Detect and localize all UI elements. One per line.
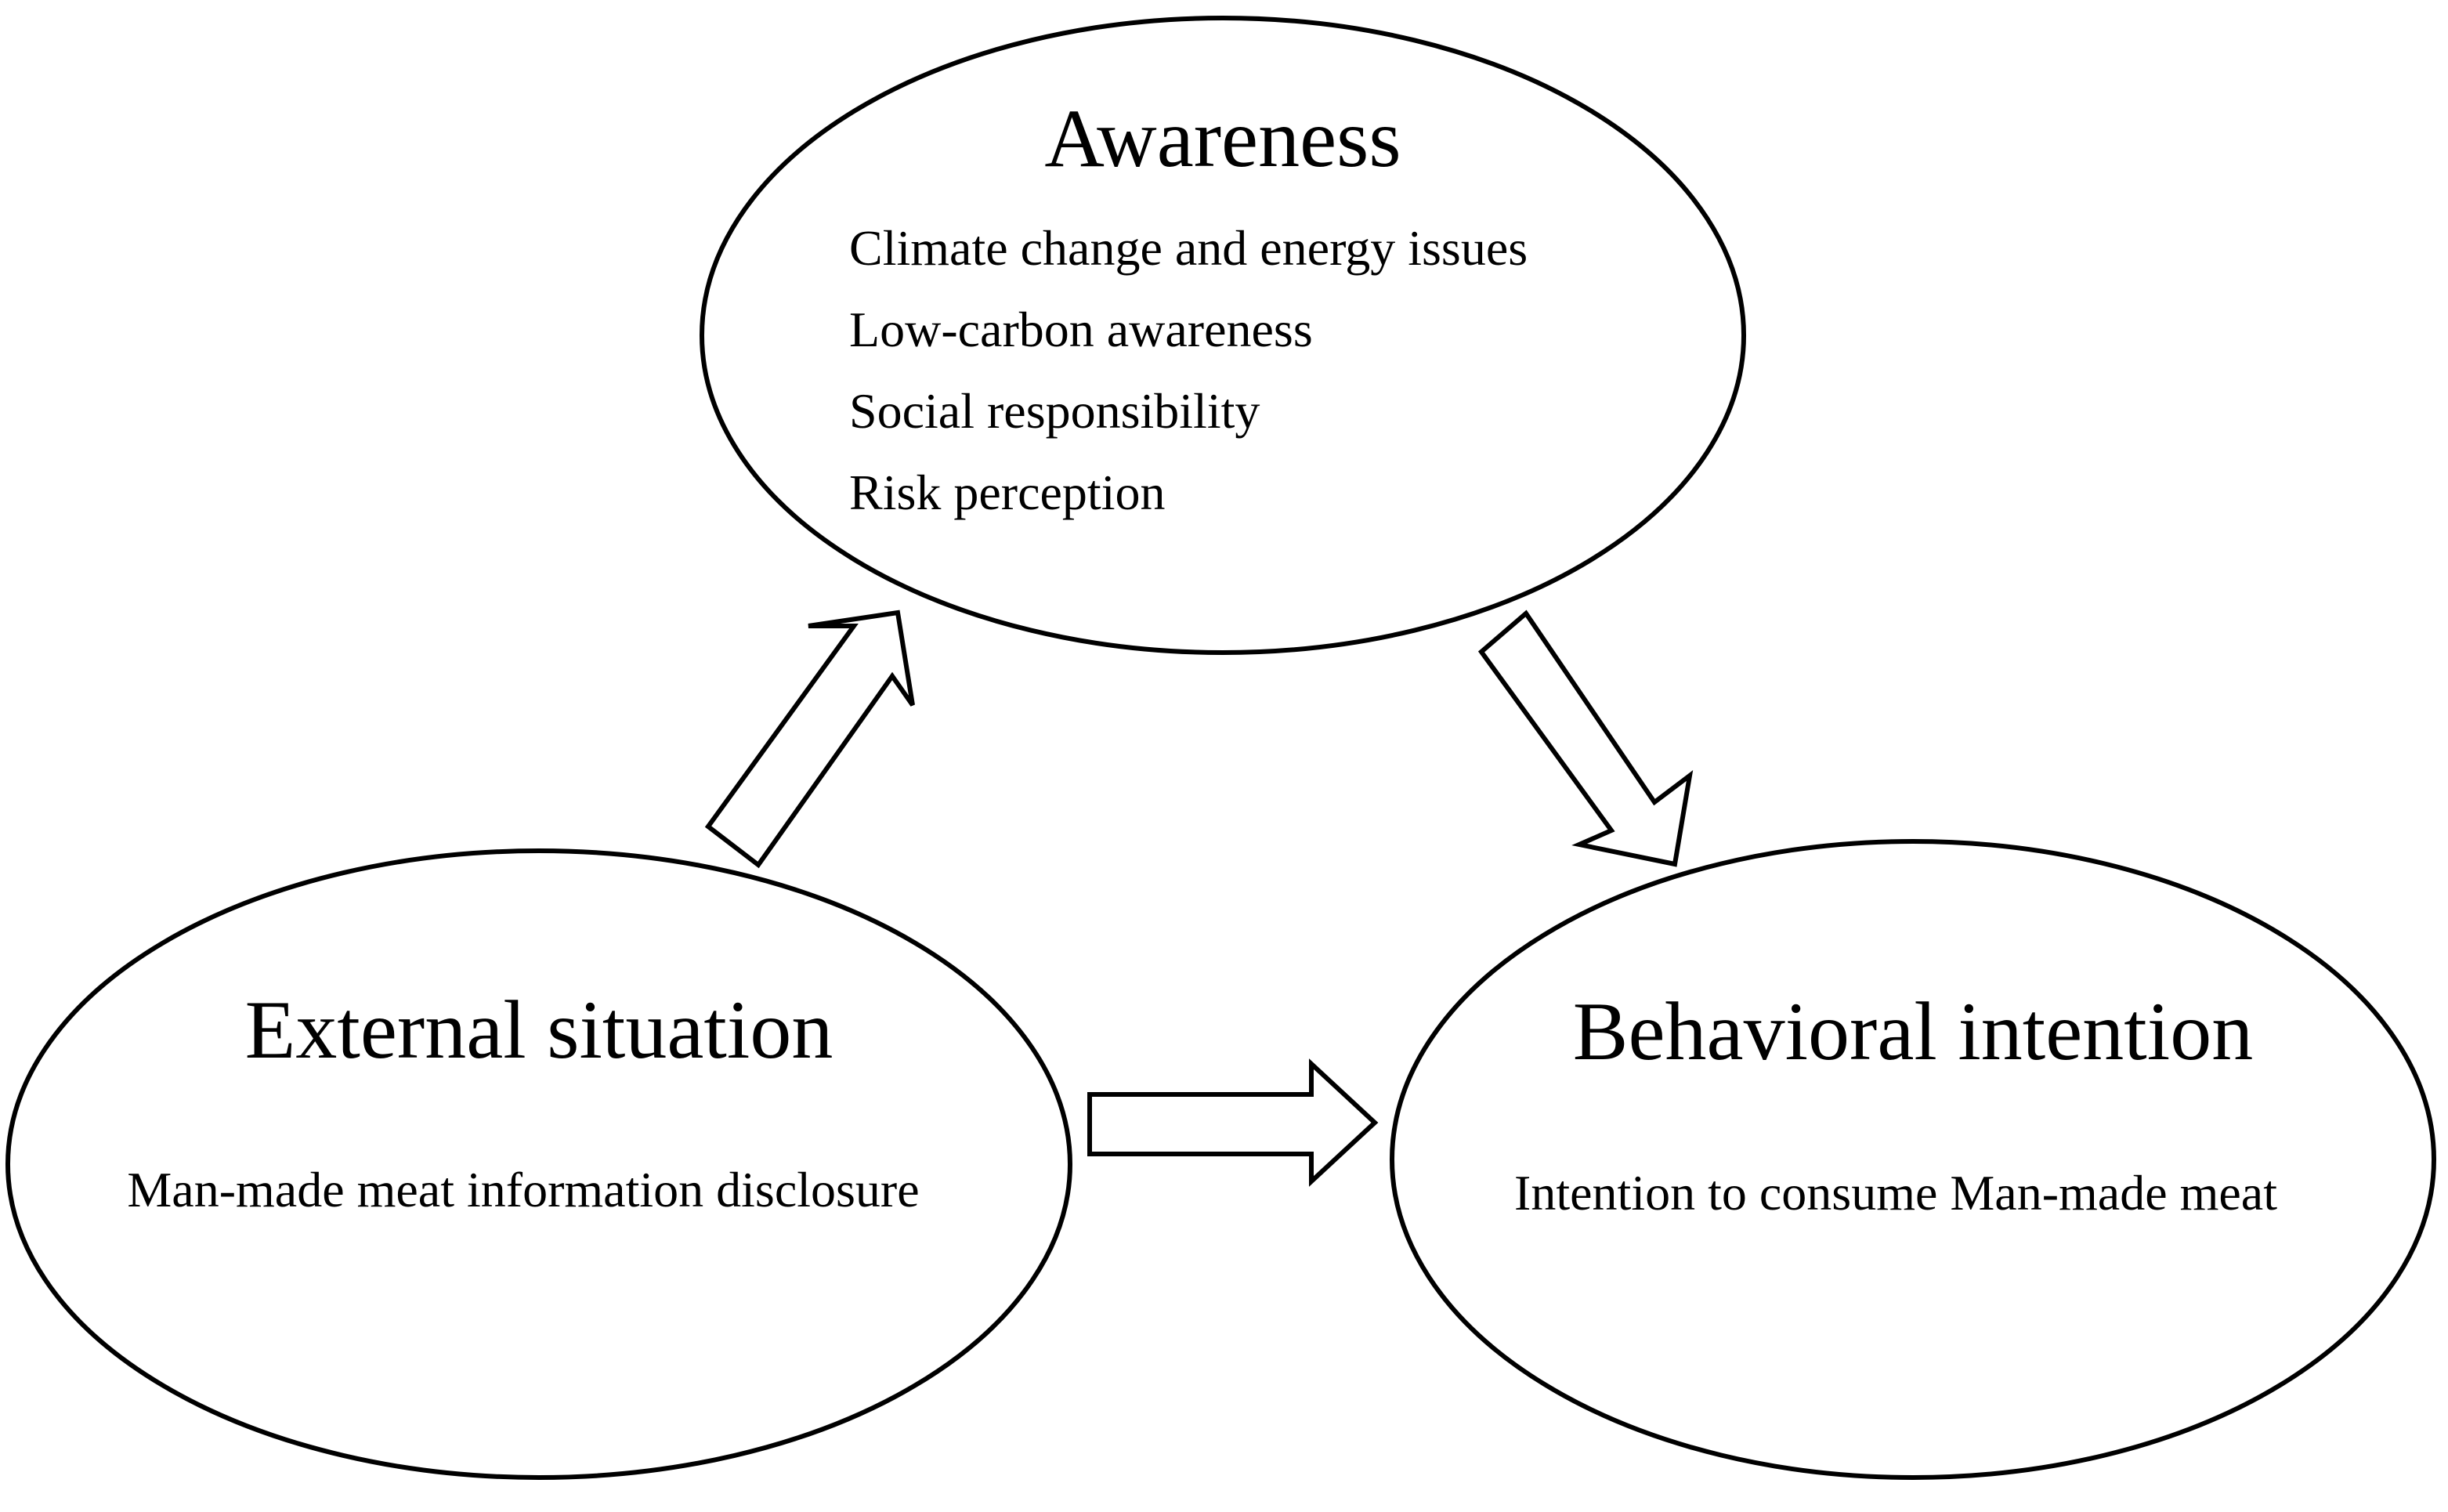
external-situation-title: External situation [245,984,833,1076]
awareness-title: Awareness [1044,92,1401,184]
awareness-node: Awareness Climate change and energy issu… [700,16,1746,655]
external-situation-node: External situation Man-made meat informa… [5,848,1072,1480]
awareness-item: Social responsibility [849,383,1260,439]
awareness-item: Low-carbon awareness [849,302,1313,357]
external-to-behavioral-arrow-icon [1087,1058,1379,1187]
behavioral-intention-ellipse [1390,839,2436,1480]
awareness-item: Risk perception [849,465,1165,520]
external-situation-item: Man-made meat information disclosure [127,1162,919,1217]
behavioral-intention-node: Behavioral intention Intention to consum… [1390,839,2436,1480]
external-to-awareness-arrow-icon [704,610,915,869]
awareness-ellipse [700,16,1746,655]
awareness-item: Climate change and energy issues [849,220,1528,276]
external-situation-ellipse [5,848,1072,1480]
behavioral-intention-title: Behavioral intention [1573,986,2253,1077]
awareness-to-behavioral-arrow-icon [1477,610,1694,867]
behavioral-intention-item: Intention to consume Man-made meat [1514,1165,2277,1221]
